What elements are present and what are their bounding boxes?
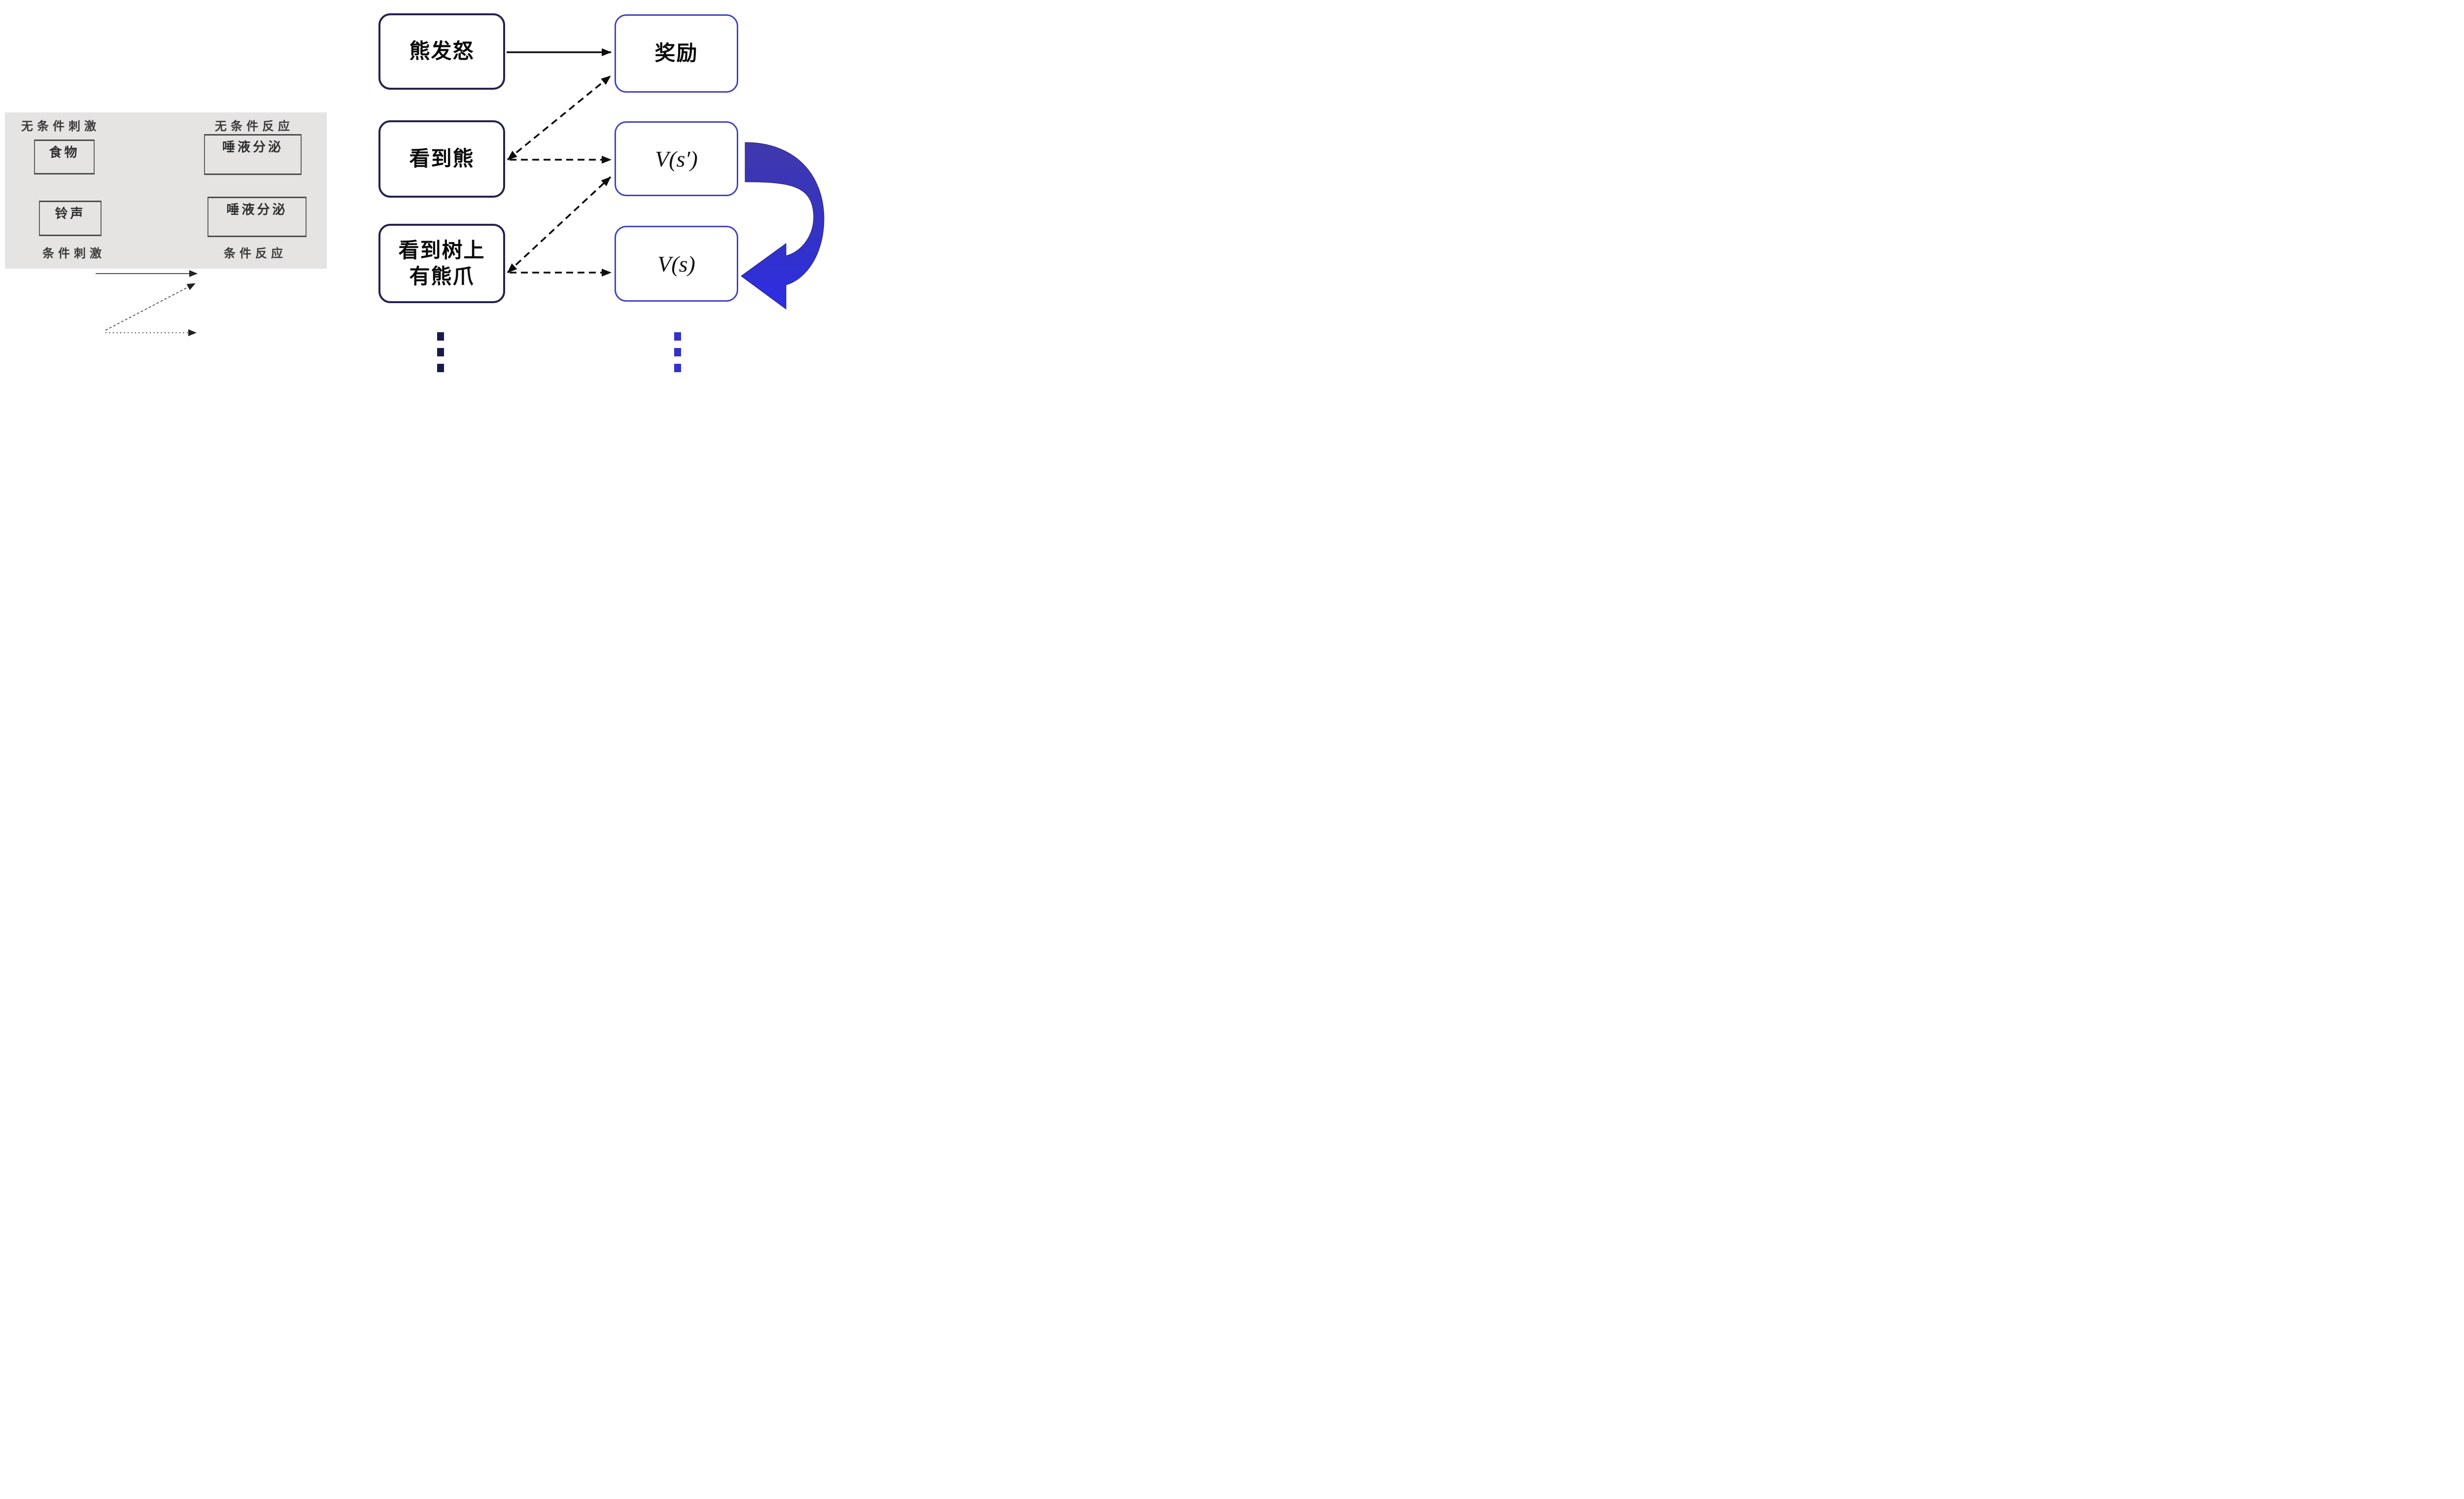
- ellipsis-right: [674, 332, 681, 372]
- ellipsis-dot: [437, 332, 444, 341]
- node-see-claws-label-line1: 看到树上: [398, 239, 485, 262]
- ellipsis-dot: [437, 348, 444, 356]
- saliva-box-top-label: 唾液分泌: [222, 139, 283, 154]
- saliva-box-bottom: 唾液分泌: [207, 197, 307, 237]
- node-see-bear-label: 看到熊: [409, 147, 475, 171]
- node-see-bear: 看到熊: [378, 120, 505, 198]
- slide-canvas: 无条件刺激 无条件反应 食物 唾液分泌 铃声 唾液分泌 条件刺激 条件反应 熊发…: [0, 0, 827, 375]
- node-value-next-state-label: V(s′): [655, 146, 698, 172]
- label-conditioned-stimulus: 条件刺激: [42, 247, 105, 260]
- node-reward: 奖励: [615, 14, 738, 93]
- ribbon-arrow-value-update: [741, 142, 824, 310]
- ellipsis-dot: [437, 364, 444, 372]
- node-reward-label: 奖励: [654, 41, 698, 65]
- ellipsis-dot: [674, 348, 681, 356]
- bell-box: 铃声: [39, 201, 102, 236]
- classical-conditioning-panel: 无条件刺激 无条件反应 食物 唾液分泌 铃声 唾液分泌 条件刺激 条件反应: [5, 112, 327, 269]
- node-value-state-label: V(s): [657, 251, 695, 277]
- node-value-state: V(s): [615, 226, 738, 302]
- label-unconditioned-stimulus: 无条件刺激: [21, 120, 100, 133]
- node-value-next-state: V(s′): [615, 121, 738, 196]
- node-see-claws: 看到树上 有熊爪: [378, 224, 505, 303]
- label-conditioned-response: 条件反应: [224, 247, 287, 260]
- ellipsis-dot: [674, 332, 681, 341]
- node-see-claws-label-line2: 有熊爪: [409, 264, 475, 288]
- saliva-box-bottom-label: 唾液分泌: [226, 202, 288, 217]
- ellipsis-dot: [674, 364, 681, 372]
- arrow-see-claws-value-next-dashed: [507, 176, 612, 274]
- arrow-see-bear-reward-dashed: [507, 75, 612, 161]
- food-box-label: 食物: [49, 145, 80, 160]
- food-box: 食物: [34, 139, 95, 174]
- arrow-bell-to-saliva-top-dashed: [105, 283, 196, 331]
- node-bear-angry: 熊发怒: [378, 13, 505, 90]
- bell-box-label: 铃声: [55, 206, 86, 221]
- label-unconditioned-response: 无条件反应: [215, 120, 294, 133]
- saliva-box-top: 唾液分泌: [204, 134, 302, 175]
- ellipsis-left: [437, 332, 444, 372]
- node-bear-angry-label: 熊发怒: [409, 39, 475, 63]
